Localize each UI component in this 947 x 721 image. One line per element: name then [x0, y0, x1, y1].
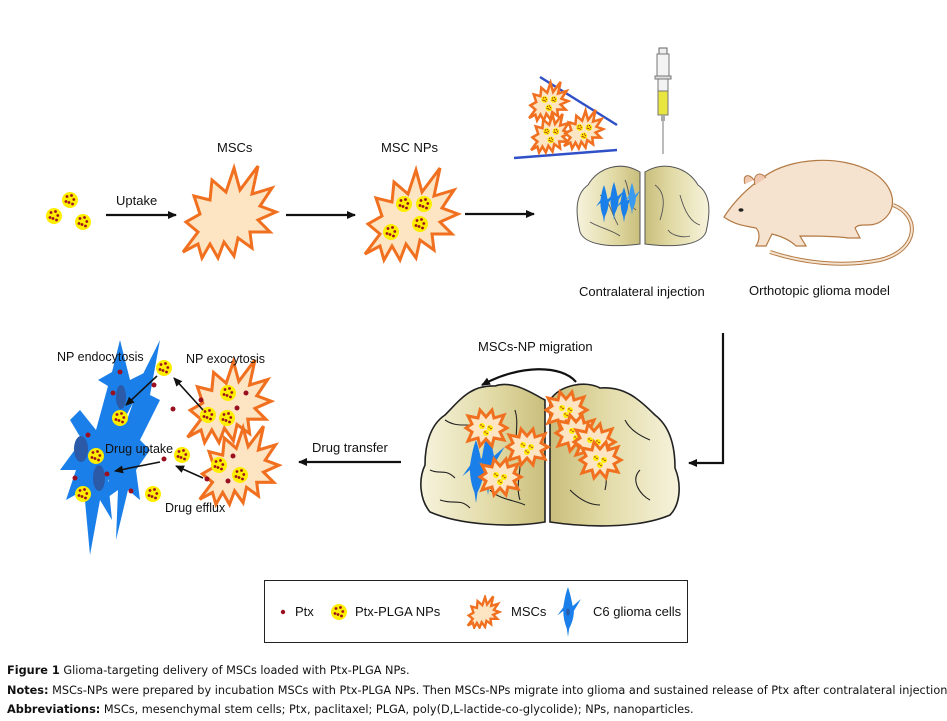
legend-item-ptx-plga-nps: Ptx-PLGA NPs	[329, 581, 440, 642]
glioma-cell-icon	[557, 586, 581, 637]
label-orthotopic-glioma-model: Orthotopic glioma model	[749, 283, 890, 298]
syringe-icon	[654, 47, 672, 154]
ptx-dot-icon	[280, 609, 286, 614]
free-ptx-and-nps	[72, 360, 249, 502]
elbow-arrow	[688, 333, 725, 467]
ptx-plga-np-icon	[331, 603, 347, 620]
abbreviations: Abbreviations: MSCs, mesenchymal stem ce…	[7, 703, 694, 716]
msc-np-cell	[363, 166, 460, 262]
legend-label: Ptx-PLGA NPs	[355, 604, 441, 619]
nanoparticle	[46, 208, 62, 224]
rat-icon	[723, 159, 914, 266]
label-mscs: MSCs	[217, 140, 253, 155]
legend-label: Ptx	[295, 604, 314, 619]
label-drug-transfer: Drug transfer	[312, 440, 389, 455]
figure-label: Figure 1	[7, 664, 60, 677]
culture-dish-mscs	[513, 75, 618, 160]
abbreviations-text: MSCs, mesenchymal stem cells; Ptx, pacli…	[103, 703, 694, 716]
drug-uptake-arrow	[114, 461, 161, 474]
notes-label: Notes:	[7, 684, 49, 697]
exocytosis-arrow	[173, 377, 204, 411]
notes-text: MSCs-NPs were prepared by incubation MSC…	[52, 684, 947, 697]
free-nanoparticles	[46, 192, 91, 230]
label-mscs-np-migration: MSCs-NP migration	[478, 339, 593, 354]
legend-item-c6-glioma-cells: C6 glioma cells	[555, 581, 681, 642]
legend: Ptx Ptx-PLGA NPs MSCs C6 glioma cells	[264, 580, 688, 643]
nanoparticle	[62, 192, 78, 208]
label-msc-nps: MSC NPs	[381, 140, 439, 155]
figure-diagram: Uptake MSCs MSC NPs Contralateral inject…	[46, 47, 914, 555]
nanoparticle	[75, 214, 91, 230]
endocytosis-arrow	[125, 375, 158, 406]
figure-caption: Figure 1 Glioma-targeting delivery of MS…	[7, 664, 410, 677]
label-drug-efflux: Drug efflux	[165, 501, 226, 515]
notes: Notes: MSCs-NPs were prepared by incubat…	[7, 684, 947, 697]
abbreviations-label: Abbreviations:	[7, 703, 101, 716]
legend-item-mscs: MSCs	[461, 581, 546, 642]
label-contralateral-injection: Contralateral injection	[579, 284, 705, 299]
legend-label: MSCs	[511, 604, 547, 619]
label-np-exocytosis: NP exocytosis	[186, 352, 265, 366]
legend-label: C6 glioma cells	[593, 604, 682, 619]
figure-title: Glioma-targeting delivery of MSCs loaded…	[63, 664, 410, 677]
label-uptake: Uptake	[116, 193, 157, 208]
legend-item-ptx: Ptx	[277, 581, 314, 642]
brain-large	[420, 383, 680, 527]
label-np-endocytosis: NP endocytosis	[57, 350, 144, 364]
migration-arrow	[481, 368, 577, 386]
msc-cell-icon	[466, 594, 501, 629]
glioma-cell-cluster	[60, 340, 160, 555]
brain-small	[576, 165, 710, 247]
efflux-msc-cells	[185, 358, 281, 506]
drug-efflux-arrow	[175, 465, 204, 479]
msc-cell	[181, 164, 278, 260]
label-drug-uptake: Drug uptake	[105, 442, 173, 456]
